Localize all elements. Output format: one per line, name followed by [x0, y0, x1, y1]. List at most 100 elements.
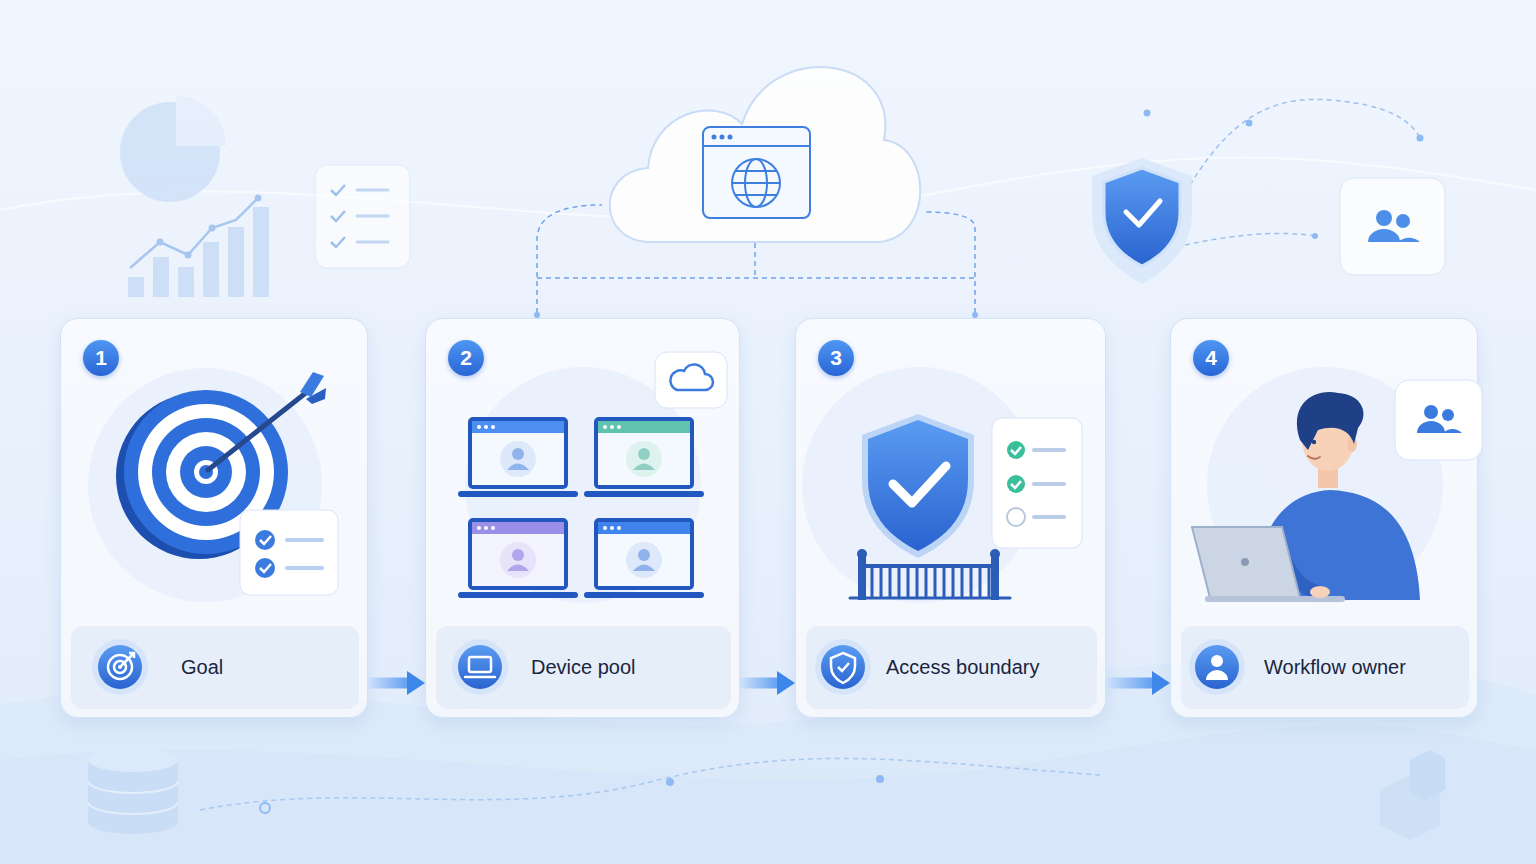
band-icon [815, 639, 871, 695]
bar-chart-decor [255, 195, 262, 202]
bar-chart-decor [153, 257, 169, 297]
bar-chart-decor [157, 239, 164, 246]
target-symbol [300, 372, 324, 397]
laptop-symbol [472, 421, 564, 433]
checklist-decor [357, 190, 388, 242]
laptop-symbol [477, 425, 481, 429]
band-icon [452, 639, 508, 695]
laptop-symbol [610, 425, 614, 429]
shield-decor [1092, 158, 1192, 284]
laptop-symbol [584, 491, 704, 497]
checklist-card [992, 418, 1082, 548]
cloud-badge [670, 364, 713, 390]
laptop-symbol [594, 417, 694, 489]
person-figure [1318, 462, 1338, 488]
person-figure [1275, 540, 1318, 592]
dashed-wires [200, 758, 1100, 810]
cube-decor [1380, 750, 1445, 840]
person-figure [1302, 409, 1354, 471]
checklist-card [1007, 475, 1025, 493]
band-icon [1206, 670, 1228, 680]
shield-symbol [868, 420, 968, 551]
laptop-symbol [1310, 586, 1330, 598]
bar-chart-decor [178, 267, 194, 297]
checklist-card [287, 540, 322, 568]
laptop-symbol [626, 542, 662, 578]
flow-arrow [368, 678, 411, 689]
cloud-symbol [732, 159, 780, 207]
band-icon [108, 655, 132, 679]
dashed-wires [537, 277, 975, 279]
cloud-badge [655, 352, 727, 408]
cloud-symbol [732, 171, 780, 195]
pie-chart-decor [120, 102, 220, 202]
step-label: Goal [181, 656, 223, 679]
laptop-symbol [491, 425, 495, 429]
person-figure [1297, 392, 1364, 450]
checklist-decor [315, 165, 410, 268]
laptop-symbol [584, 592, 704, 598]
step-label-band: Device pool [436, 626, 731, 709]
laptop-symbol [484, 425, 488, 429]
laptop-symbol [500, 441, 536, 477]
laptop-symbol [610, 526, 614, 530]
users-decor [1340, 178, 1445, 275]
laptop-symbol [1205, 596, 1345, 602]
step-label-band: Access boundary [806, 626, 1097, 709]
band-icon [815, 639, 871, 695]
target-symbol [199, 465, 213, 479]
checklist-card [260, 536, 271, 572]
checklist-card [255, 558, 275, 578]
laptop-symbol [458, 518, 578, 598]
laptop-symbol [500, 542, 536, 578]
dashed-wires [537, 205, 602, 313]
wire-dots [260, 803, 270, 813]
laptop-symbol [598, 522, 690, 534]
bar-chart-decor [185, 252, 192, 259]
laptop-symbol [458, 417, 578, 497]
laptop-symbol [598, 421, 690, 433]
shield-decor [1092, 158, 1192, 284]
flow-arrow [740, 678, 781, 689]
checklist-card [1034, 450, 1064, 517]
bar-chart-decor [203, 242, 219, 297]
database-decor [88, 760, 178, 834]
target-symbol [306, 388, 326, 404]
step-label-band: Goal [71, 626, 359, 709]
database-decor [88, 748, 178, 834]
users-decor [1340, 178, 1445, 275]
laptop-symbol [458, 491, 578, 497]
target-symbol [152, 418, 260, 526]
laptop-symbol [507, 464, 529, 471]
band-icon [92, 639, 148, 695]
bar-chart-decor [130, 198, 258, 268]
laptop-symbol [633, 464, 655, 471]
shield-symbol [862, 414, 974, 558]
laptop-symbol [1241, 558, 1249, 566]
pie-chart-decor [176, 96, 226, 146]
laptop-symbol [472, 522, 564, 586]
fence-symbol [872, 566, 989, 596]
bar-chart-decor [253, 207, 269, 297]
band-icon [98, 645, 142, 689]
users-badge [1442, 409, 1454, 421]
wire-dots [876, 775, 884, 783]
cloud-symbol [720, 135, 725, 140]
laptop-symbol [1192, 527, 1300, 598]
band-icon [838, 663, 849, 671]
person-figure [1255, 490, 1420, 600]
step-number: 2 [448, 340, 484, 376]
laptop-symbol [603, 526, 607, 530]
target-symbol [166, 432, 246, 512]
laptop-symbol [512, 549, 524, 561]
step-card: 1Goal [60, 318, 368, 718]
users-badge [1417, 421, 1445, 433]
shield-decor [1104, 168, 1180, 266]
person-figure [1312, 440, 1316, 444]
dashed-wires [1190, 99, 1420, 185]
laptop-symbol [594, 518, 694, 590]
step-number: 3 [818, 340, 854, 376]
bar-chart-decor [228, 227, 244, 297]
